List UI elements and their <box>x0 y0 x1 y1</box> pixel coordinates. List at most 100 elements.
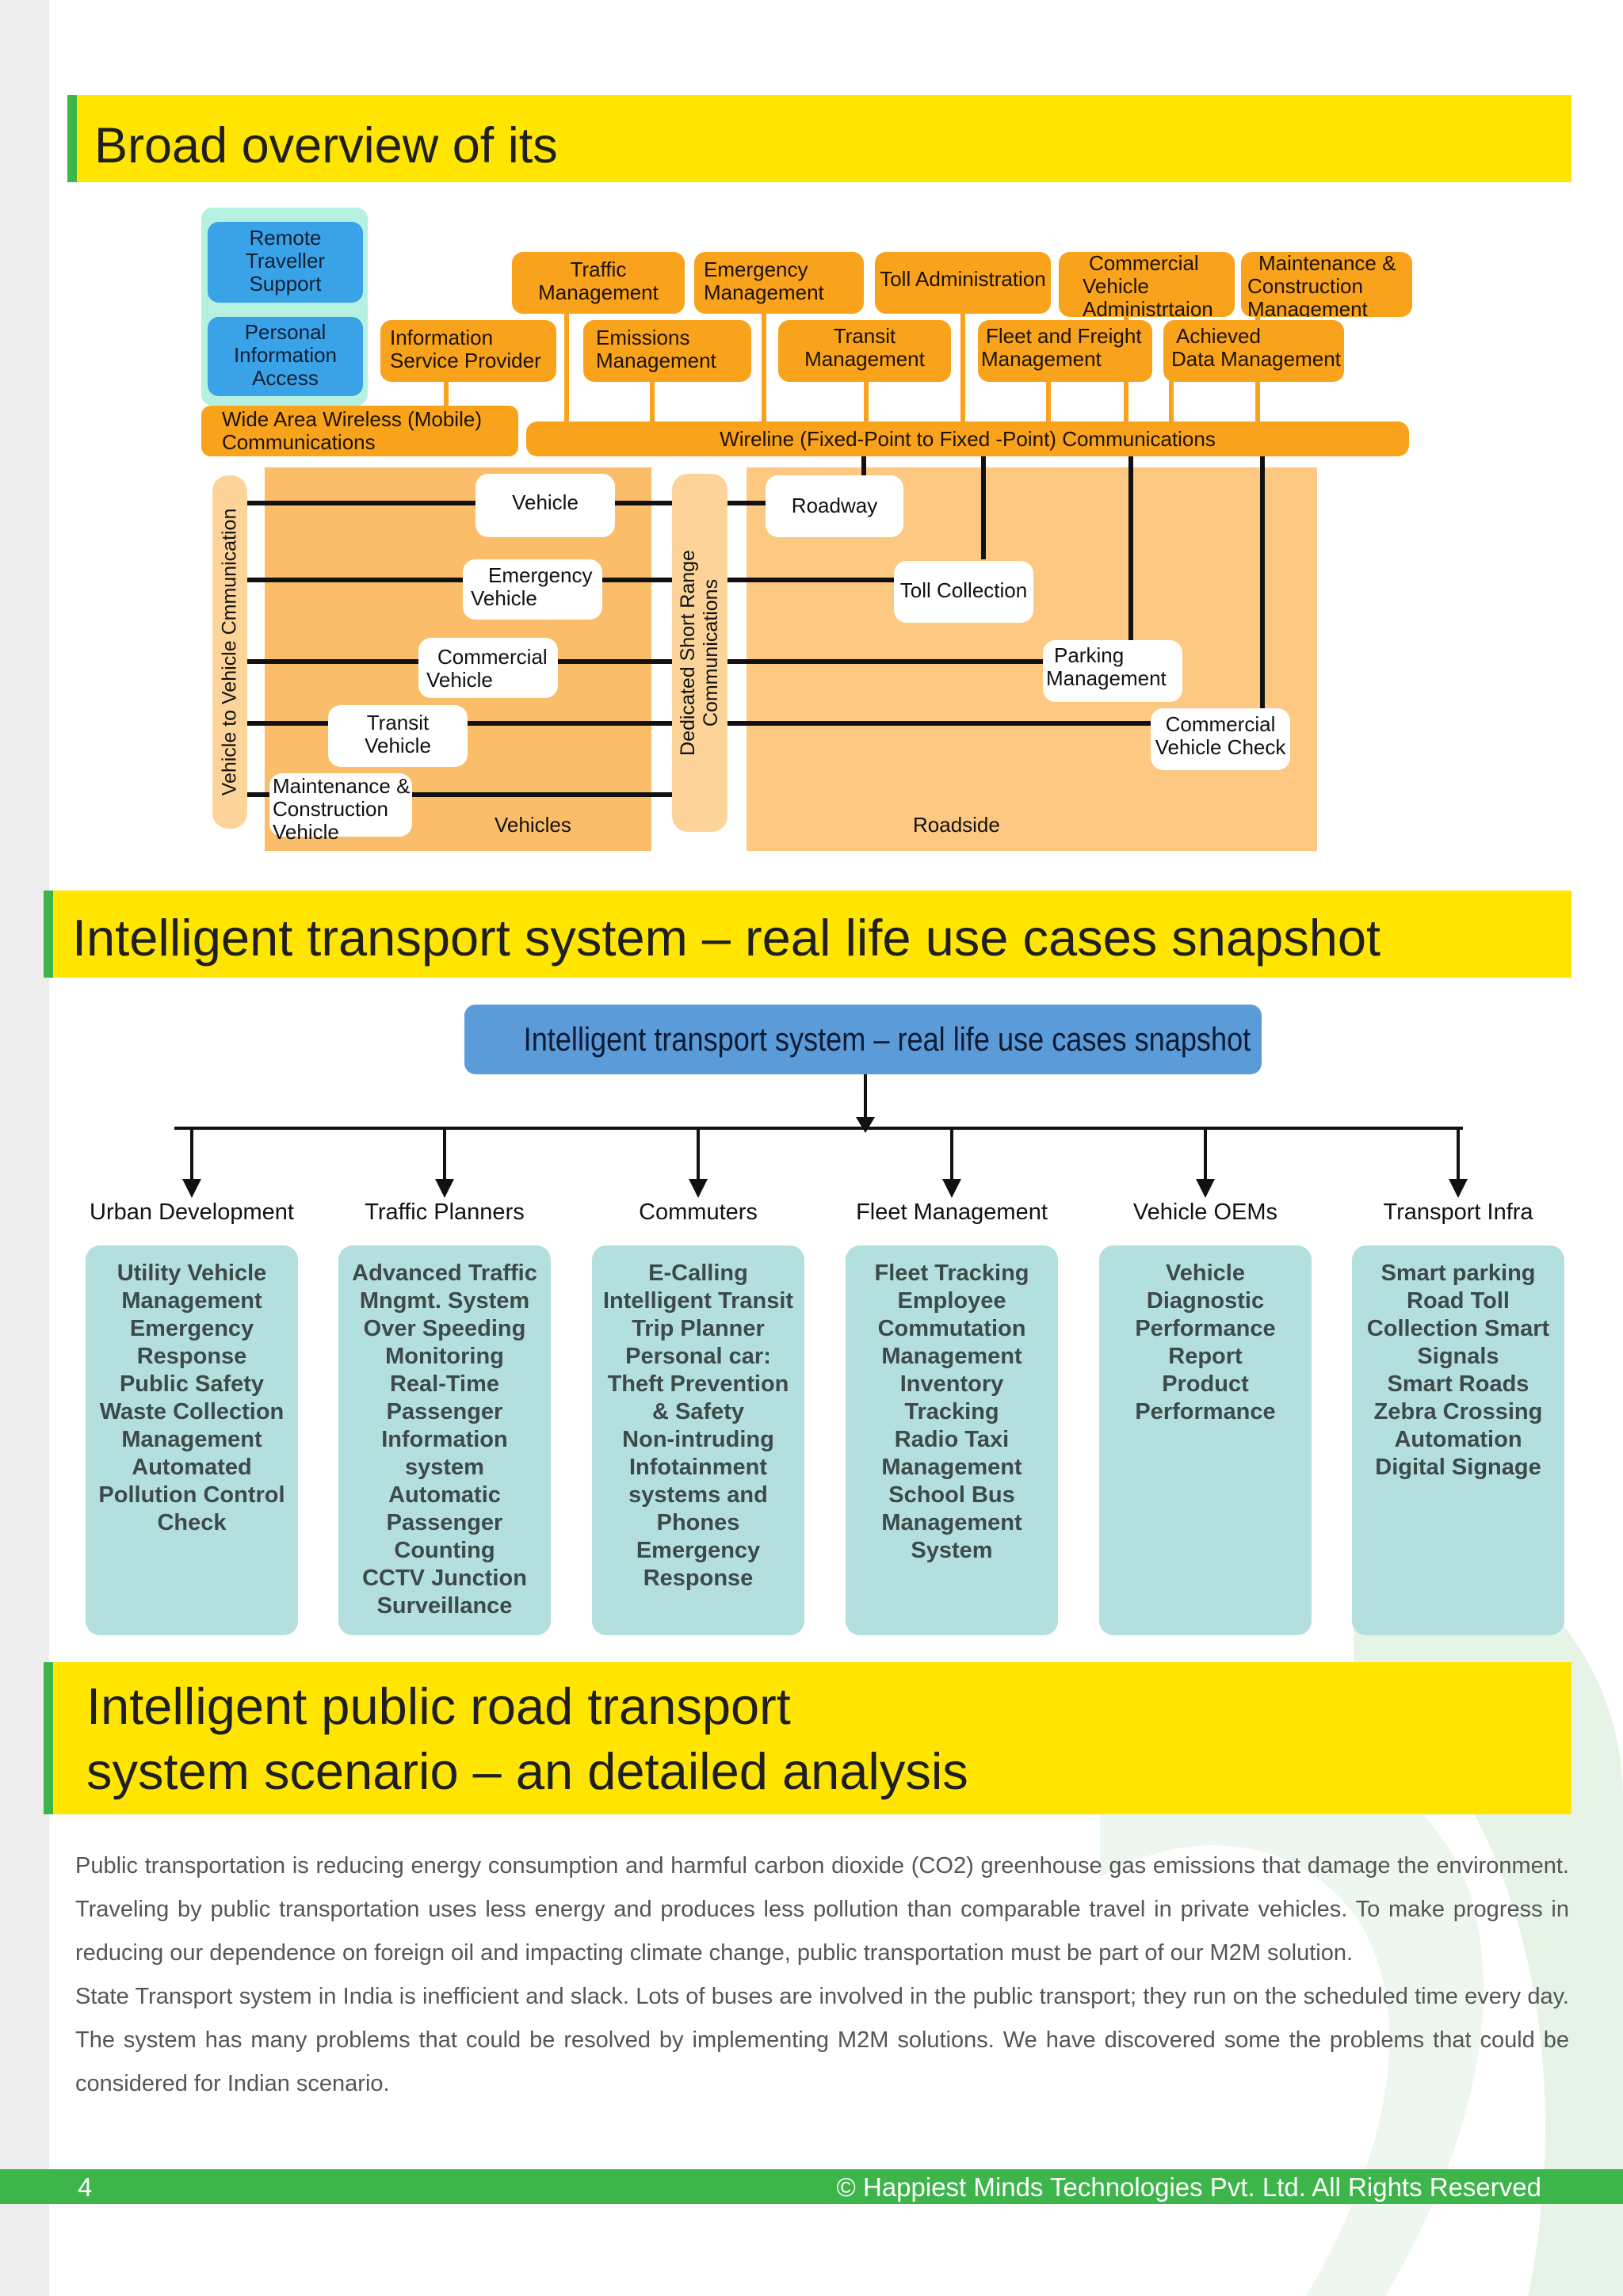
toll-collection-box: Toll Collection <box>894 561 1033 623</box>
use-case-item: Surveillance <box>376 1593 513 1619</box>
line-vehicle <box>247 501 672 505</box>
vehicle-box: Vehicle <box>475 474 615 537</box>
page-left-rail <box>0 0 49 2296</box>
section-banner-analysis: Intelligent public road transport system… <box>44 1662 1571 1814</box>
line-commercial-check <box>727 721 1155 726</box>
line-maintenance-vehicle <box>247 792 672 797</box>
use-case-item: systems and <box>628 1482 768 1508</box>
v2v-communication-bar: Vehicle to Vehicle Cmmunication <box>212 475 247 829</box>
use-case-category-label: Traffic Planners <box>365 1199 525 1225</box>
use-case-item: Management <box>881 1344 1022 1369</box>
copyright: © Happiest Minds Technologies Pvt. Ltd. … <box>836 2172 1542 2202</box>
use-case-item: Product <box>1162 1371 1249 1397</box>
use-case-item: Infotainment <box>629 1455 767 1480</box>
use-case-item: Vehicle <box>1166 1261 1245 1286</box>
use-case-item: Pollution Control <box>98 1482 285 1508</box>
branch-arrow <box>435 1179 454 1198</box>
use-case-category-label: Fleet Management <box>856 1199 1048 1225</box>
branch-arrow <box>689 1179 708 1198</box>
use-case-item: Information <box>381 1427 508 1452</box>
use-case-item: Management <box>881 1455 1022 1480</box>
use-case-item: Personal car: <box>625 1344 771 1369</box>
use-case-item: Smart Roads <box>1387 1371 1529 1397</box>
use-case-item: Fleet Tracking <box>874 1261 1029 1286</box>
branch-arrow <box>1196 1179 1215 1198</box>
toll-administration-box: Toll Administration <box>875 252 1051 314</box>
drop-commercial-check <box>1260 456 1265 708</box>
use-case-item: Road Toll <box>1407 1288 1510 1314</box>
use-case-item: Over Speeding <box>363 1316 526 1341</box>
use-case-item: Intelligent Transit <box>602 1288 794 1314</box>
line-toll-collection <box>727 578 896 582</box>
use-case-item: Collection Smart <box>1366 1316 1550 1341</box>
use-case-item: Theft Prevention <box>607 1371 789 1397</box>
connector-transit <box>864 376 869 428</box>
use-case-item: Check <box>157 1510 227 1535</box>
use-case-item: Digital Signage <box>1375 1455 1541 1480</box>
connector-archived <box>1169 376 1174 428</box>
use-case-item: Employee <box>897 1288 1006 1314</box>
branch-arrow <box>182 1179 201 1198</box>
use-case-item: Report <box>1168 1344 1243 1369</box>
connector-emissions <box>650 376 655 428</box>
branch-arrow <box>1449 1179 1468 1198</box>
wide-area-wireless-bar: Wide Area Wireless (Mobile)Communication… <box>201 406 518 456</box>
connector-traffic <box>564 301 569 428</box>
use-case-item: Performance <box>1135 1399 1276 1425</box>
connector-toll-admin <box>960 301 965 428</box>
use-case-item: Automatic <box>388 1482 501 1508</box>
section-title-line2: system scenario – an detailed analysis <box>86 1742 968 1800</box>
page-footer: 4 © Happiest Minds Technologies Pvt. Ltd… <box>0 2169 1623 2204</box>
use-case-item: E-Calling <box>648 1261 748 1286</box>
use-case-item: Trip Planner <box>632 1316 765 1341</box>
use-case-item: Passenger <box>386 1399 503 1425</box>
use-case-item: Phones <box>656 1510 740 1535</box>
connector-fleet <box>1046 376 1051 428</box>
use-case-item: & Safety <box>651 1399 745 1425</box>
use-case-item: Radio Taxi <box>894 1427 1010 1452</box>
use-case-item: Response <box>643 1566 754 1591</box>
use-case-item: Emergency <box>636 1538 761 1563</box>
use-cases-root-box: Intelligent transport system – real life… <box>464 1005 1262 1074</box>
use-case-item: Signals <box>1417 1344 1499 1369</box>
use-case-item: Commutation <box>877 1316 1026 1341</box>
use-case-item: Management <box>881 1510 1022 1535</box>
use-case-category-label: Urban Development <box>90 1199 294 1225</box>
roadside-label: Roadside <box>913 813 1000 837</box>
use-case-item: Management <box>121 1427 262 1452</box>
vehicles-label: Vehicles <box>495 813 571 837</box>
page-number: 4 <box>78 2172 93 2202</box>
line-roadway <box>727 501 769 505</box>
use-cases-tree: Intelligent transport system – real life… <box>0 982 1623 1648</box>
use-case-item: Zebra Crossing <box>1373 1399 1543 1425</box>
use-case-item: Advanced Traffic <box>352 1261 537 1286</box>
use-case-item: Response <box>136 1344 247 1369</box>
line-parking <box>727 659 1044 664</box>
use-case-item: Performance <box>1135 1316 1276 1341</box>
use-case-item: Tracking <box>904 1399 999 1425</box>
drop-toll-collection <box>981 456 986 559</box>
branch-arrow <box>942 1179 961 1198</box>
use-case-item: Non-intruding <box>622 1427 774 1452</box>
wireline-communications-bar: Wireline (Fixed-Point to Fixed -Point) C… <box>526 421 1409 456</box>
line-emergency-vehicle <box>247 578 672 582</box>
